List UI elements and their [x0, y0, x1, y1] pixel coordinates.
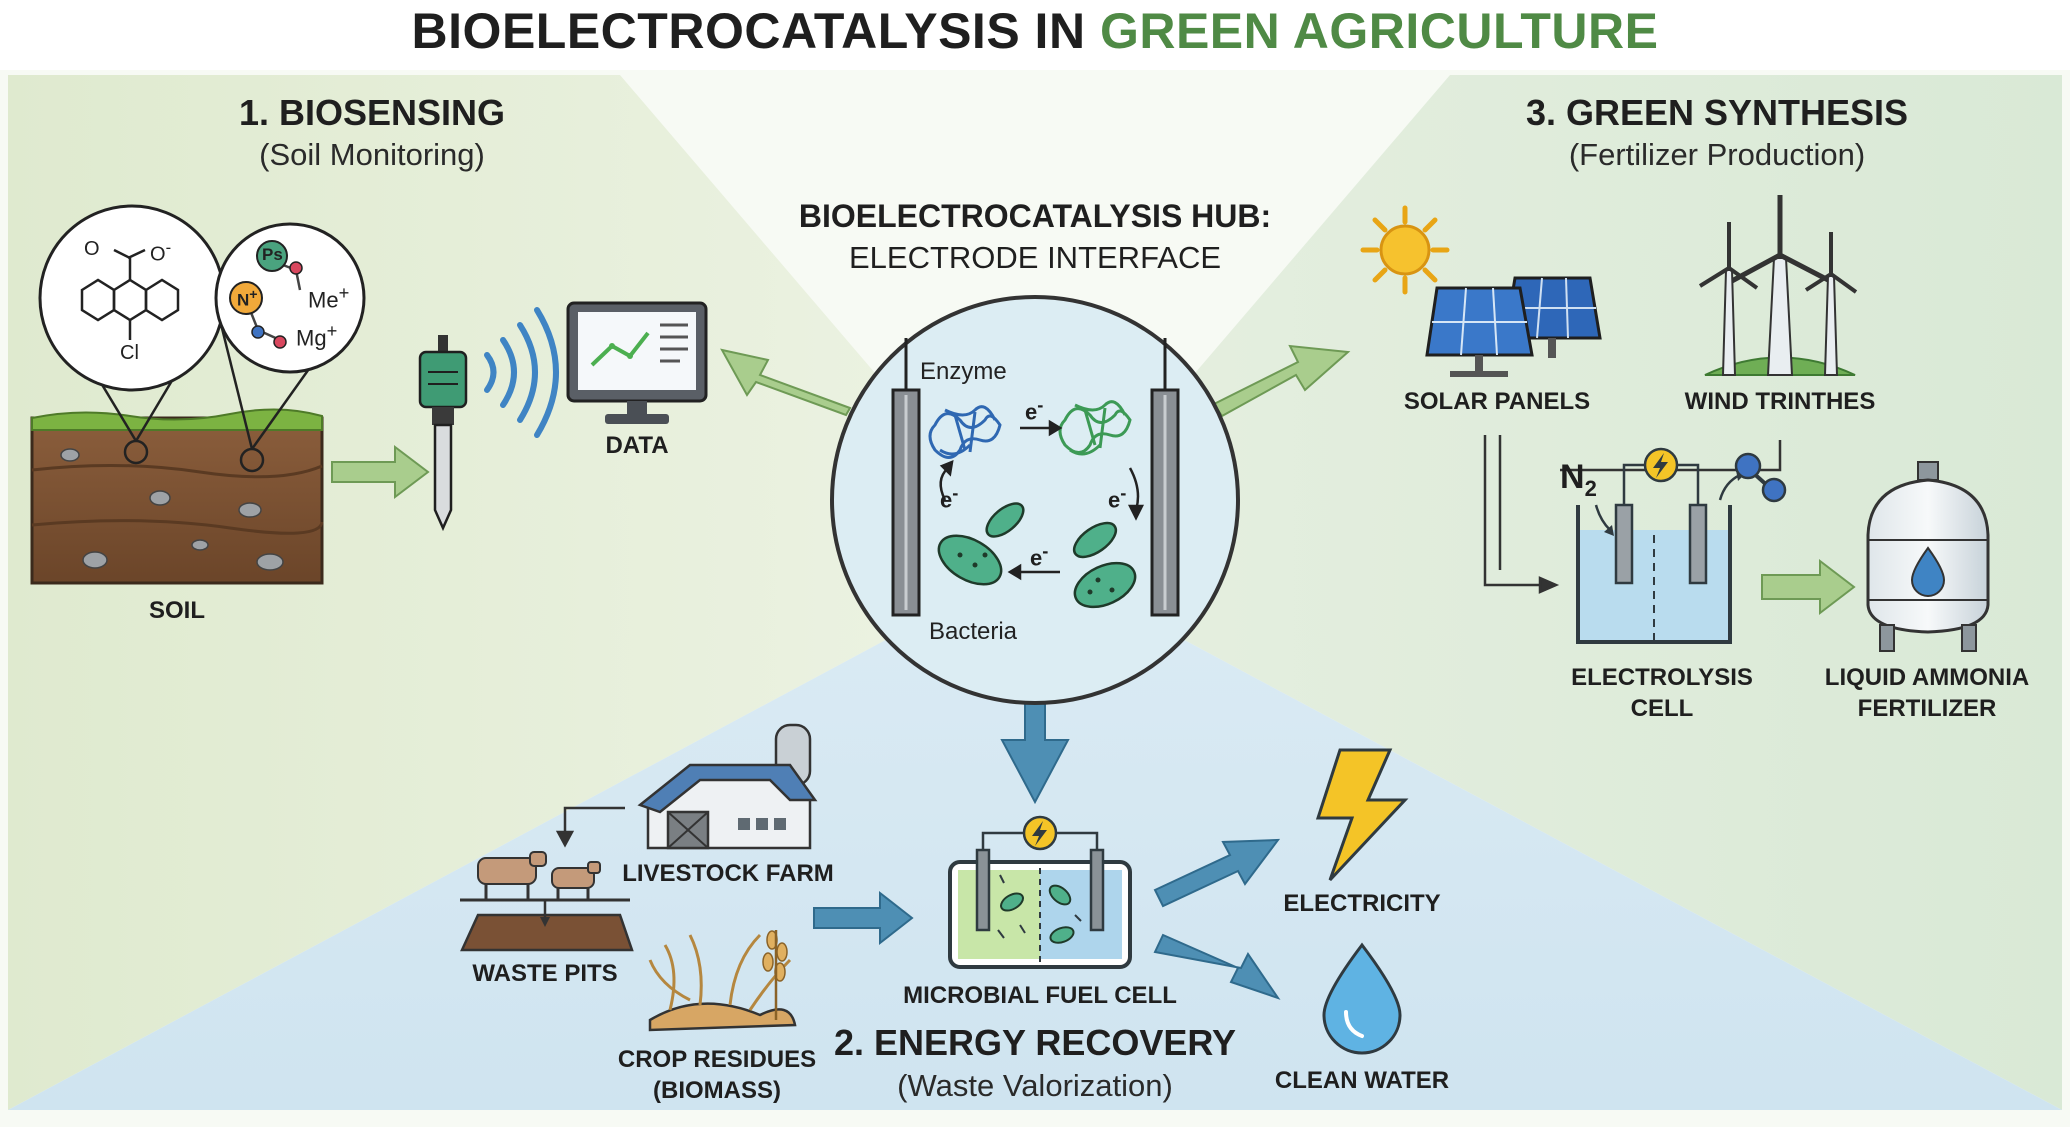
cell-to-tank-arrow [1761, 558, 1856, 616]
enzyme-blue [928, 405, 1002, 459]
n2-label: N2 [1560, 458, 1597, 502]
synthesis-region [1035, 75, 2062, 1110]
wireless-signal-icon [484, 307, 559, 438]
enzyme-label: Enzyme [920, 358, 1007, 385]
ion-me-charge: + [338, 282, 350, 303]
synthesis-title: 3. GREEN SYNTHESIS [1525, 92, 1909, 133]
electron-3-charge: - [1120, 482, 1127, 503]
soil-probe-sensor [418, 335, 468, 532]
chem-o2-charge: - [165, 238, 172, 257]
crop-residues-line2: (BIOMASS) [653, 1077, 781, 1104]
green-process-arrow-soil [331, 444, 430, 500]
sun-icon [1360, 205, 1450, 295]
ion-magnifier-bubble [214, 222, 366, 374]
waste-pits-label: WASTE PITS [472, 960, 618, 987]
electron-2-charge: - [952, 482, 959, 503]
n2-subscript: 2 [1584, 475, 1597, 501]
wind-turbines-icon [1698, 195, 1858, 376]
chem-o2-symbol: O [150, 243, 166, 266]
wind-turbines-label: WIND TRINTHES [1684, 388, 1876, 415]
ion-me: Me+ [308, 282, 349, 313]
mfc-label: MICROBIAL FUEL CELL [903, 982, 1177, 1009]
ion-mg-charge: + [326, 320, 338, 341]
electron-2-symbol: e [940, 487, 953, 513]
ammonia-line1: LIQUID AMMONIA [1824, 664, 2030, 691]
electrolysis-line2: CELL [1630, 695, 1694, 722]
ammonia-molecule-icon [1734, 452, 1787, 503]
electron-label-2: e- [940, 482, 958, 513]
crop-residues-line1: CROP RESIDUES [617, 1046, 817, 1073]
electricity-label: ELECTRICITY [1283, 890, 1441, 917]
crop-residues-label: CROP RESIDUES (BIOMASS) [618, 1044, 816, 1106]
solar-panels-icon [1425, 276, 1602, 377]
water-drop-icon [1322, 942, 1402, 1055]
ion-n-charge: + [249, 287, 258, 303]
molecule-magnifier-bubble [38, 204, 226, 392]
mfc-to-water-arrow [1153, 933, 1281, 1000]
ion-mg-symbol: Mg [296, 325, 327, 351]
ion-ps: Ps [262, 245, 283, 264]
hub-to-biosensing-arrow [720, 348, 852, 417]
hub-title: BIOELECTROCATALYSIS HUB: [798, 198, 1272, 234]
biosensing-title: 1. BIOSENSING [238, 92, 506, 133]
electron-3-symbol: e [1108, 487, 1121, 513]
electron-4-charge: - [1042, 540, 1049, 561]
electron-1-symbol: e [1025, 399, 1038, 425]
electron-1-charge: - [1037, 394, 1044, 415]
solar-panels-label: SOLAR PANELS [1403, 388, 1591, 415]
chem-chloro: Cl [120, 342, 139, 364]
electrolysis-line1: ELECTROLYSIS [1571, 664, 1753, 691]
hub-to-synthesis-arrow [1212, 344, 1351, 418]
electron-label-1: e- [1025, 394, 1043, 425]
soil-label: SOIL [148, 597, 206, 624]
chem-o1: O [84, 238, 100, 260]
title-part2: GREEN AGRICULTURE [1099, 3, 1659, 59]
chem-o2: O- [150, 238, 171, 267]
waste-to-mfc-arrow [813, 890, 914, 946]
electrolysis-cell-label: ELECTROLYSIS CELL [1571, 662, 1753, 724]
energy-subtitle: (Waste Valorization) [897, 1068, 1173, 1103]
barn-icon [637, 723, 818, 850]
livestock-icon [477, 851, 601, 900]
fertilizer-tank-icon [1866, 461, 1990, 652]
energy-title: 2. ENERGY RECOVERY [833, 1022, 1237, 1063]
clean-water-label: CLEAN WATER [1274, 1067, 1450, 1094]
bacteria-cluster [937, 502, 1137, 609]
crop-residues-icon [648, 930, 797, 1032]
title-part1: BIOELECTROCATALYSIS IN [411, 3, 1100, 59]
microbial-fuel-cell-icon [948, 815, 1132, 969]
bacteria-label: Bacteria [928, 618, 1018, 645]
monitor-icon [566, 301, 708, 424]
page-title: BIOELECTROCATALYSIS IN GREEN AGRICULTURE [412, 2, 1659, 60]
mfc-to-electricity-arrow [1153, 838, 1281, 908]
biosensing-subtitle: (Soil Monitoring) [259, 137, 485, 172]
ion-me-symbol: Me [308, 287, 339, 313]
hub-subtitle: ELECTRODE INTERFACE [848, 240, 1222, 275]
synthesis-subtitle: (Fertilizer Production) [1568, 137, 1866, 172]
electron-label-4: e- [1030, 540, 1048, 571]
ammonia-line2: FERTILIZER [1857, 695, 1997, 722]
enzyme-green [1058, 400, 1132, 456]
electron-label-3: e- [1108, 482, 1126, 513]
data-label: DATA [605, 432, 669, 459]
n2-symbol: N [1560, 458, 1585, 496]
ion-mg: Mg+ [296, 320, 337, 351]
livestock-farm-label: LIVESTOCK FARM [622, 860, 834, 887]
lightning-bolt-icon [1315, 748, 1409, 882]
ion-n-symbol: N [237, 290, 250, 310]
ammonia-fertilizer-label: LIQUID AMMONIA FERTILIZER [1825, 662, 2029, 724]
flow-lines-to-cell [1483, 435, 1782, 594]
electrolysis-cell-icon [1576, 447, 1746, 644]
electron-4-symbol: e [1030, 545, 1043, 571]
waste-pits-icon [460, 898, 634, 952]
farm-to-pits-arrow [555, 806, 625, 848]
ion-n: N+ [237, 287, 258, 311]
electrode-interface-hub [830, 295, 1240, 705]
